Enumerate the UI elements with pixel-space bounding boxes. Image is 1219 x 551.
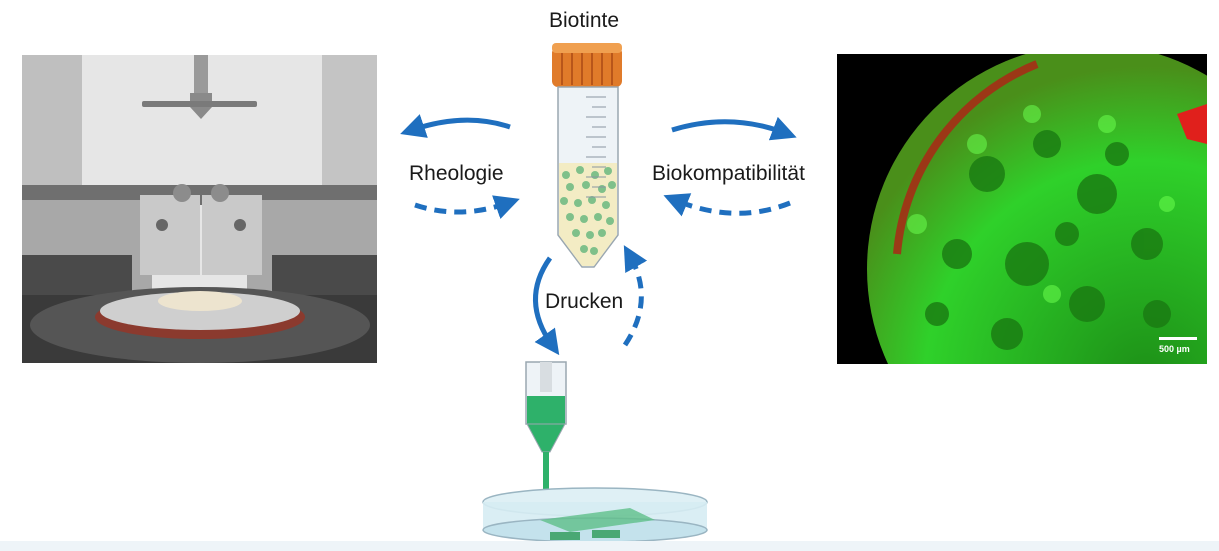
scale-bar-label: 500 µm [1159, 344, 1190, 354]
microscopy-image: 500 µm [837, 54, 1207, 364]
arrow-rheology-solid [400, 114, 511, 138]
rheology-label: Rheologie [409, 162, 504, 185]
rheometer-photo [22, 55, 377, 363]
bioprinter-icon [482, 361, 708, 543]
arrow-biocompatibility-dashed [663, 193, 791, 217]
arrow-biocompatibility-solid [671, 116, 797, 141]
arrow-rheology-dashed [414, 195, 520, 219]
bioink-label: Biotinte [549, 9, 620, 32]
printing-label: Drucken [545, 290, 624, 313]
biocompatibility-label: Biokompatibilität [652, 162, 805, 185]
bottom-band [0, 541, 1219, 551]
scale-bar [1159, 337, 1197, 340]
bioink-tube-icon [552, 43, 622, 268]
